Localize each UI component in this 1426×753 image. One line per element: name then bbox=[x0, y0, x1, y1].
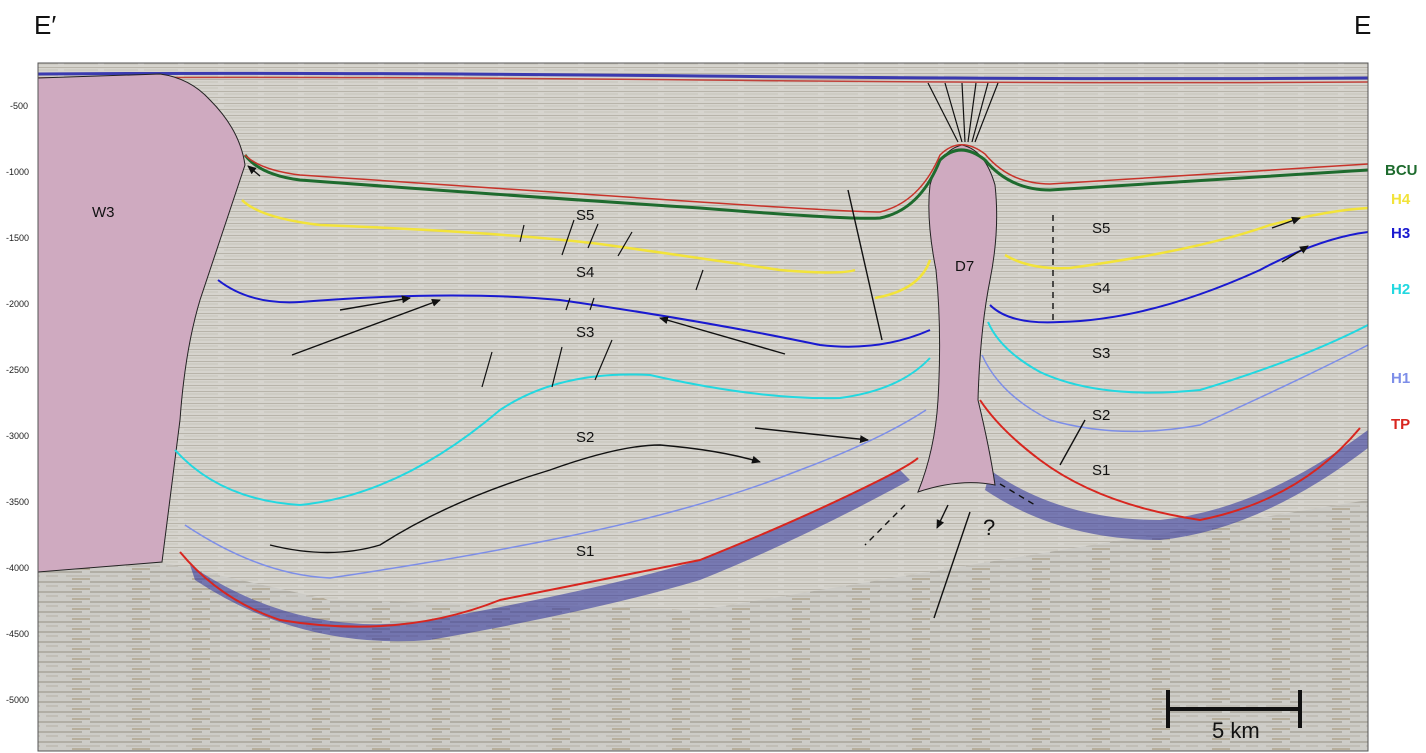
legend-horizon-bcu: BCU bbox=[1385, 162, 1418, 179]
onlap-arrow-right-1 bbox=[1271, 216, 1301, 229]
unit-label-s1-left: S1 bbox=[576, 543, 594, 560]
unit-label-s4-right: S4 bbox=[1092, 280, 1110, 297]
scale-bar-label: 5 km bbox=[1212, 718, 1260, 743]
small-fault-ticks bbox=[481, 219, 704, 388]
unit-label-s3-right: S3 bbox=[1092, 345, 1110, 362]
section-start-label: E′ bbox=[34, 10, 57, 40]
unit-label-s5-left: S5 bbox=[576, 207, 594, 224]
onlap-arrow-right-2 bbox=[1281, 245, 1309, 263]
depth-tick: -4000 bbox=[6, 563, 29, 573]
dashed-fault-mid bbox=[999, 483, 1036, 506]
salt-label-w3: W3 bbox=[92, 204, 115, 221]
fault-line-d7-west bbox=[847, 189, 883, 341]
horizon-h2 bbox=[174, 321, 1369, 507]
unit-label-s5-right: S5 bbox=[1092, 220, 1110, 237]
legend-horizon-tp: TP bbox=[1391, 416, 1410, 433]
seabed-reflector-red bbox=[37, 76, 1369, 84]
depth-tick: -1500 bbox=[6, 233, 29, 243]
downlap-arrow-1 bbox=[339, 295, 411, 311]
section-frame bbox=[37, 62, 1369, 752]
horizon-h3 bbox=[217, 231, 1369, 348]
uncertainty-mark: ? bbox=[983, 515, 995, 540]
depth-tick: -1000 bbox=[6, 167, 29, 177]
horizon-legend: BCU H4 H3 H2 H1 TP bbox=[1385, 162, 1418, 433]
unit-label-s3-left: S3 bbox=[576, 324, 594, 341]
basal-arrow bbox=[936, 504, 949, 529]
depth-tick: -2000 bbox=[6, 299, 29, 309]
crestal-faults bbox=[927, 82, 999, 143]
seabed-reflector bbox=[37, 71, 1369, 81]
section-end-label: E bbox=[1354, 10, 1372, 40]
depth-tick: -2500 bbox=[6, 365, 29, 375]
downlap-arrow-2 bbox=[291, 299, 441, 356]
unit-label-s1-right: S1 bbox=[1092, 462, 1110, 479]
basal-reflection-package-left bbox=[190, 470, 910, 642]
depth-tick: -500 bbox=[10, 101, 28, 111]
horizon-bcu bbox=[243, 148, 1369, 220]
salt-label-d7: D7 bbox=[955, 258, 974, 275]
legend-horizon-h1: H1 bbox=[1391, 370, 1410, 387]
scale-bar: 5 km bbox=[1166, 690, 1302, 743]
legend-horizon-h2: H2 bbox=[1391, 281, 1410, 298]
depth-tick: -3000 bbox=[6, 431, 29, 441]
onlap-surface-line bbox=[269, 444, 761, 554]
horizon-tp bbox=[179, 399, 1361, 628]
depth-axis: -500 -1000 -1500 -2000 -2500 -3000 -3500… bbox=[6, 101, 29, 705]
unit-label-s2-right: S2 bbox=[1092, 407, 1110, 424]
truncation-arrow-w3 bbox=[247, 165, 261, 177]
legend-horizon-h4: H4 bbox=[1391, 191, 1411, 208]
depth-tick: -3500 bbox=[6, 497, 29, 507]
salt-body-d7 bbox=[917, 144, 998, 493]
dashed-fault-left bbox=[864, 504, 906, 546]
depth-tick: -4500 bbox=[6, 629, 29, 639]
salt-body-w3 bbox=[37, 73, 246, 573]
fault-line-subsalt bbox=[933, 511, 971, 619]
unit-label-s2-left: S2 bbox=[576, 429, 594, 446]
horizon-h4 bbox=[241, 199, 1369, 300]
depth-tick: -5000 bbox=[6, 695, 29, 705]
deep-basement-reflections bbox=[38, 500, 1368, 751]
onlap-arrow-1 bbox=[754, 427, 869, 444]
horizon-h1 bbox=[184, 344, 1369, 579]
horizon-bcu-red-band bbox=[244, 144, 1369, 213]
downlap-arrow-3 bbox=[659, 316, 786, 355]
unit-label-s4-left: S4 bbox=[576, 264, 594, 281]
basal-reflection-package-right bbox=[985, 430, 1368, 540]
fault-line-right bbox=[1059, 419, 1086, 466]
legend-horizon-h3: H3 bbox=[1391, 225, 1410, 242]
